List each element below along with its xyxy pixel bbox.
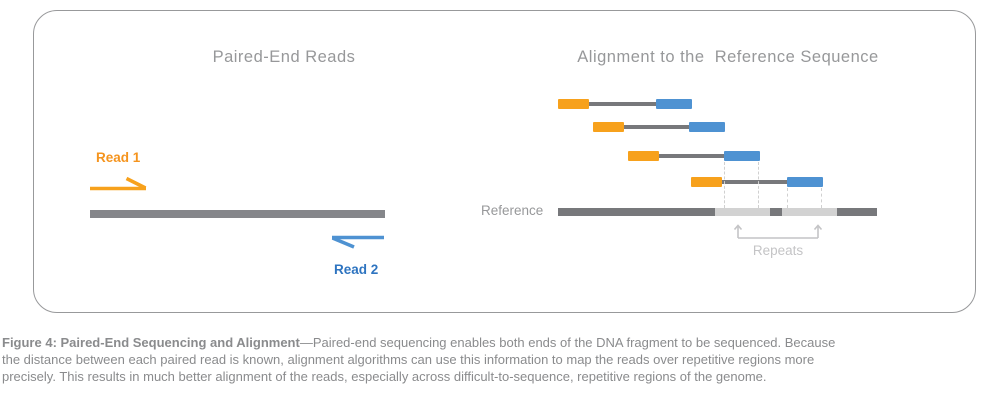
reference-bar [558, 208, 877, 216]
right-panel-title: Alignment to the Reference Sequence [577, 48, 879, 66]
repeat-region-segment [782, 208, 837, 216]
read1-block [691, 177, 722, 187]
read1-label: Read 1 [96, 150, 141, 165]
read-pair-2 [593, 122, 725, 132]
caption-line-2: the distance between each paired read is… [2, 351, 815, 367]
dna-fragment-bar [90, 210, 385, 218]
figure-caption: Figure 4: Paired-End Sequencing and Alig… [2, 335, 1007, 385]
fragment-connector [646, 154, 740, 158]
caption-line-1: Figure 4: Paired-End Sequencing and Alig… [2, 335, 1007, 352]
repeats-label: Repeats [752, 243, 804, 258]
caption-bold-lead: Figure 4: Paired-End Sequencing and Alig… [2, 335, 300, 350]
reference-segment [558, 208, 715, 216]
repeats-bracket-icon [733, 224, 823, 239]
read-pair-4 [691, 177, 823, 187]
left-panel-title: Paired-End Reads [212, 48, 356, 66]
reference-segment [837, 208, 877, 216]
read2-block [689, 122, 725, 132]
fragment-connector [709, 180, 803, 184]
fragment-connector [576, 102, 672, 106]
repeat-region-segment [715, 208, 770, 216]
reference-label: Reference [481, 203, 544, 218]
read-pair-3 [628, 151, 760, 161]
read1-block [593, 122, 624, 132]
read1-forward-arrow-icon [90, 176, 147, 191]
read1-block [558, 99, 589, 109]
read2-label: Read 2 [334, 262, 379, 277]
read2-block [656, 99, 692, 109]
dashed-guide-line [724, 162, 725, 208]
read2-block [724, 151, 760, 161]
dashed-guide-line [758, 162, 759, 208]
read2-reverse-arrow-icon [331, 235, 384, 249]
dashed-guide-line [821, 188, 822, 208]
caption-line-1-rest: —Paired-end sequencing enables both ends… [299, 335, 836, 350]
fragment-connector [611, 125, 705, 129]
reference-segment [770, 208, 782, 216]
dashed-guide-line [787, 188, 788, 208]
read-pair-1 [558, 99, 692, 109]
read1-block [628, 151, 659, 161]
read2-block [787, 177, 823, 187]
caption-line-3: precisely. This results in much better a… [2, 368, 767, 384]
figure-panel: Paired-End Reads Alignment to the Refere… [33, 10, 976, 313]
